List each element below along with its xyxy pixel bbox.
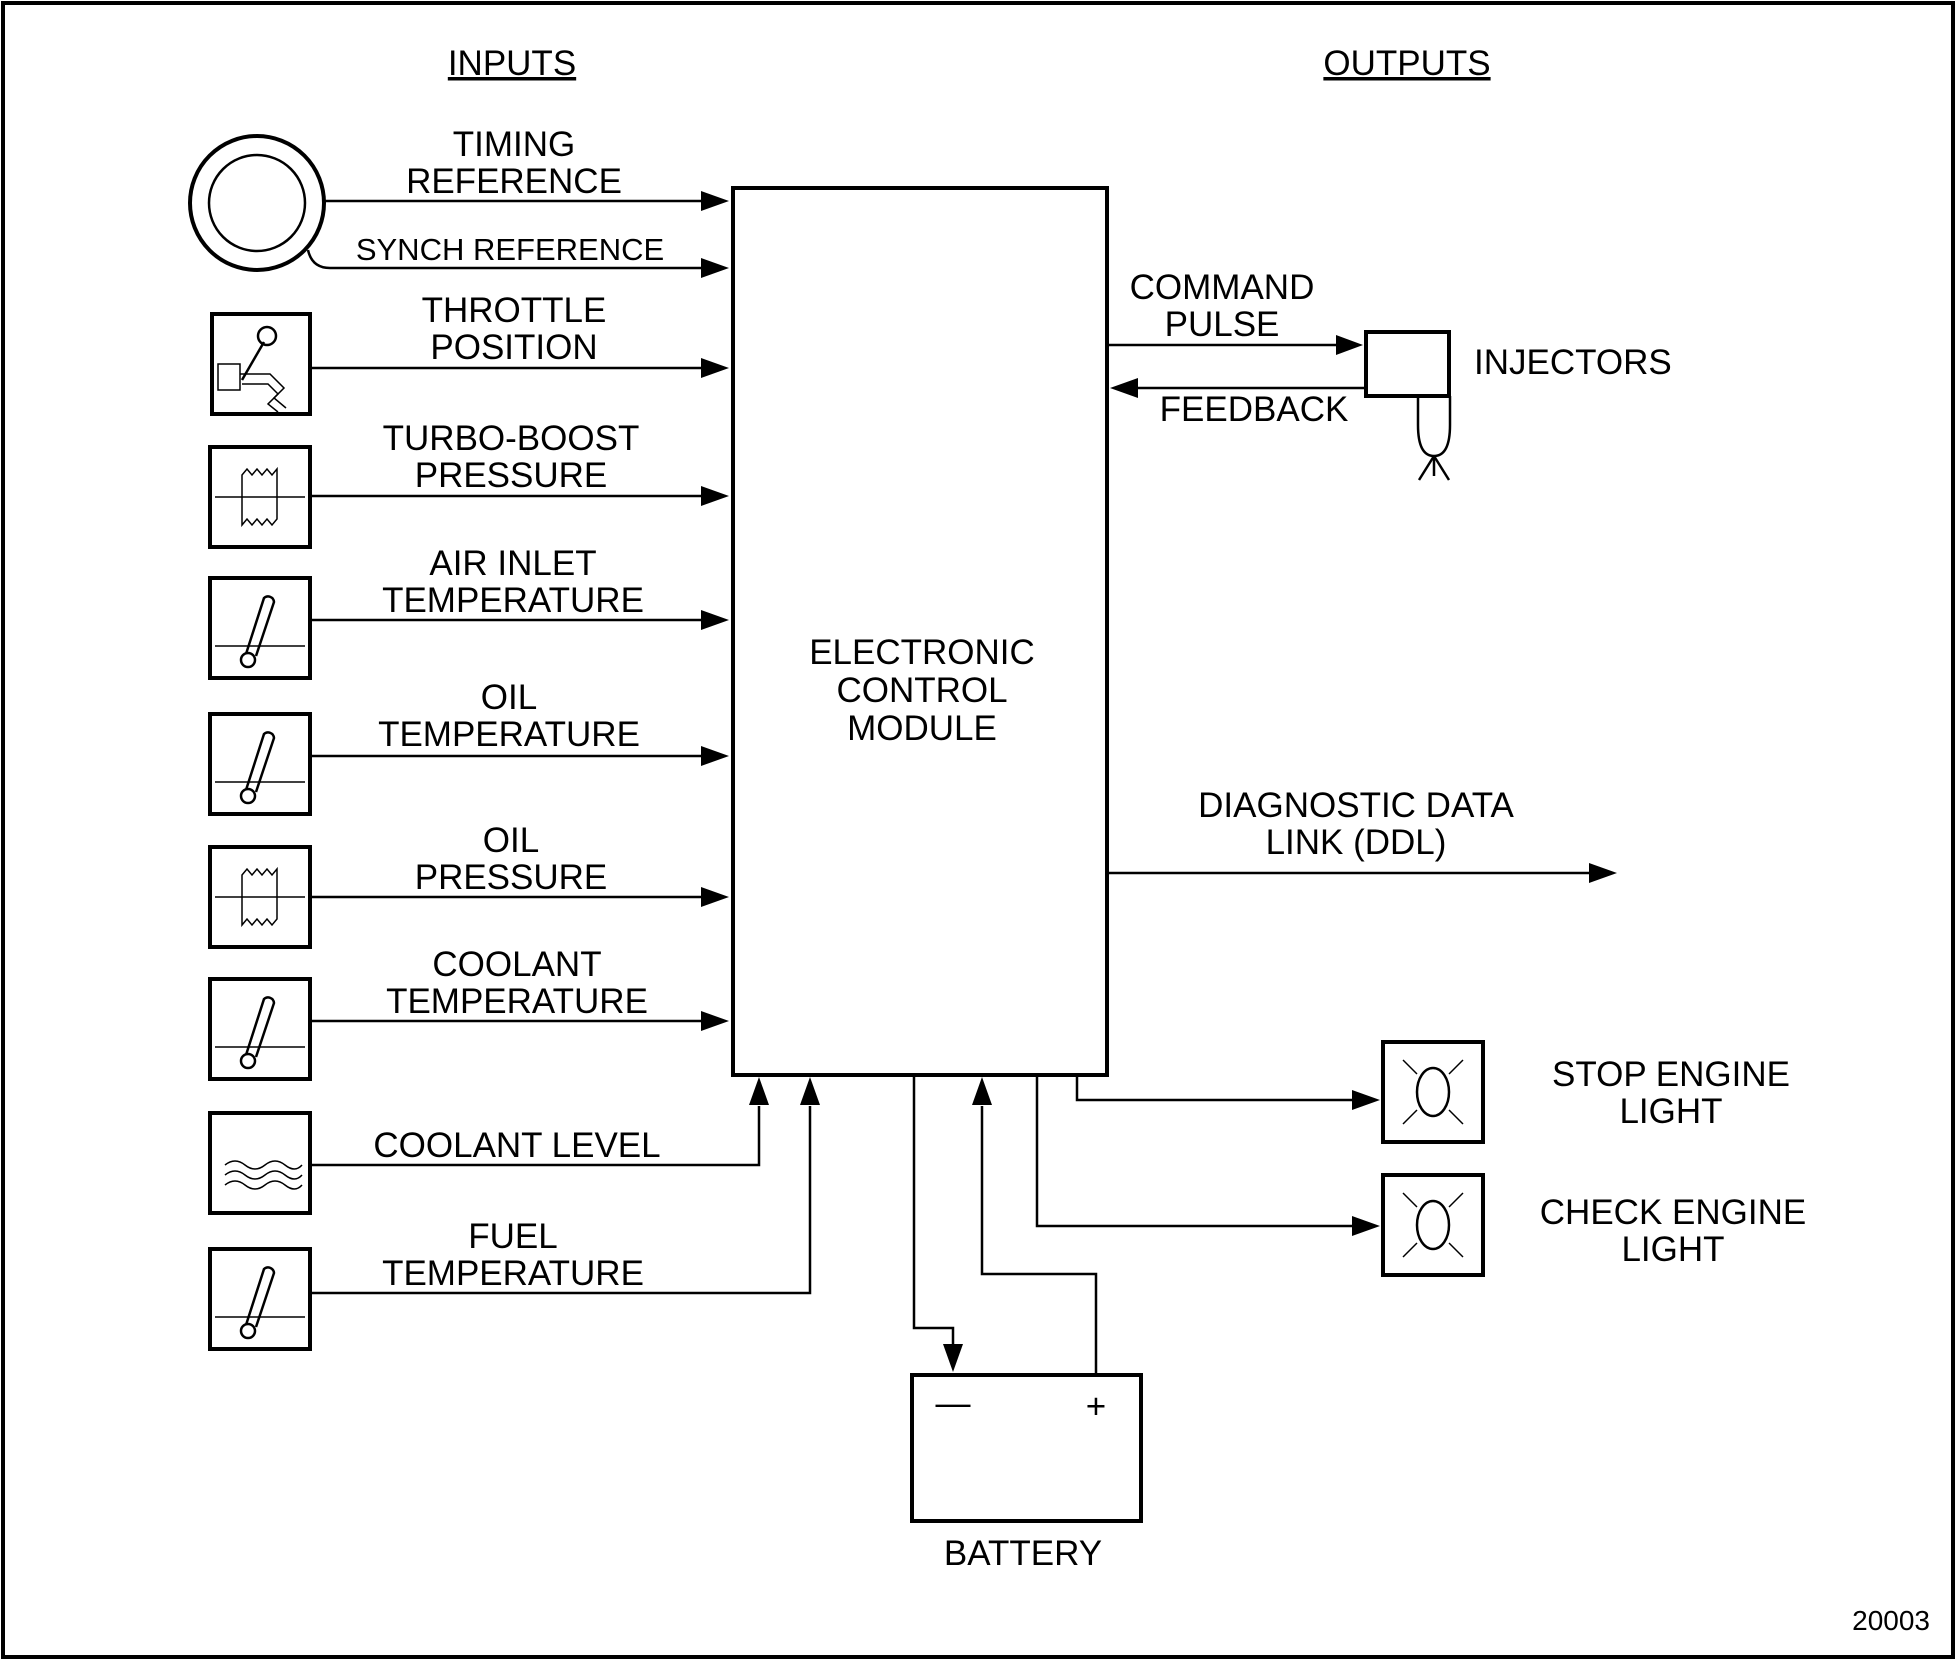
turbo-boost-pressure-icon (208, 445, 312, 549)
air-inlet-temperature-label-line2: TEMPERATURE (382, 581, 644, 620)
ecm-label-line3: MODULE (847, 709, 997, 748)
coolant-temperature-label-line1: COOLANT (432, 945, 601, 984)
battery-box (910, 1373, 1143, 1523)
injector-icon (1364, 330, 1452, 481)
synch-reference-label: SYNCH REFERENCE (356, 232, 664, 267)
air-inlet-temperature-label-line1: AIR INLET (429, 544, 596, 583)
throttle-position-arrow (701, 358, 729, 378)
coolant-temperature-label-line2: TEMPERATURE (386, 982, 648, 1021)
oil-pressure-label-line2: PRESSURE (415, 858, 608, 897)
coolant-level-line (310, 1106, 761, 1167)
battery-positive-arrow (972, 1077, 992, 1105)
injectors-label: INJECTORS (1474, 343, 1672, 382)
fuel-temperature-arrow (800, 1077, 820, 1105)
stop-engine-light-icon (1381, 1040, 1485, 1144)
turbo-boost-pressure-arrow (701, 486, 729, 506)
ddl-arrow (1589, 863, 1617, 883)
timing-reference-label-line2: REFERENCE (406, 162, 622, 201)
coolant-level-label: COOLANT LEVEL (373, 1126, 660, 1165)
command-pulse-label-line2: PULSE (1165, 305, 1280, 344)
inputs-heading: INPUTS (448, 44, 576, 83)
fuel-temperature-icon (208, 1247, 312, 1351)
coolant-temperature-arrow (701, 1011, 729, 1031)
command-pulse-arrow (1336, 335, 1363, 355)
turbo-boost-pressure-label-line2: PRESSURE (415, 456, 608, 495)
timing-sensor-icon (188, 134, 326, 272)
fuel-temperature-line (310, 1106, 812, 1295)
battery-label: BATTERY (944, 1534, 1102, 1573)
coolant-level-arrow (749, 1077, 769, 1105)
feedback-arrow (1110, 378, 1138, 398)
stop-engine-light-arrow (1352, 1090, 1380, 1110)
coolant-temperature-icon (208, 977, 312, 1081)
oil-temperature-icon (208, 712, 312, 816)
air-inlet-temperature-arrow (701, 610, 729, 630)
oil-pressure-arrow (701, 887, 729, 907)
oil-pressure-label-line1: OIL (483, 821, 539, 860)
air-inlet-temperature-icon (208, 576, 312, 680)
battery-positive-line (980, 1106, 1098, 1375)
synch-reference-line (306, 249, 702, 270)
throttle-position-icon (210, 312, 312, 416)
timing-reference-label-line1: TIMING (453, 125, 575, 164)
synch-reference-arrow (701, 258, 729, 278)
timing-reference-arrow (701, 191, 729, 211)
coolant-level-icon (208, 1111, 312, 1215)
battery-negative-arrow (943, 1344, 963, 1372)
battery-plus-symbol: + (1086, 1387, 1106, 1426)
oil-temperature-label-line2: TEMPERATURE (378, 715, 640, 754)
ecm-label-line1: ELECTRONIC (809, 633, 1035, 672)
stop-engine-light-line (1075, 1075, 1352, 1102)
stop-engine-light-label-line2: LIGHT (1619, 1092, 1722, 1131)
outputs-heading: OUTPUTS (1323, 44, 1490, 83)
check-engine-light-label-line1: CHECK ENGINE (1540, 1193, 1806, 1232)
oil-temperature-label-line1: OIL (481, 678, 537, 717)
stop-engine-light-label-line1: STOP ENGINE (1552, 1055, 1790, 1094)
battery-minus-symbol: — (936, 1384, 971, 1423)
throttle-position-label-line1: THROTTLE (422, 291, 607, 330)
turbo-boost-pressure-label-line1: TURBO-BOOST (383, 419, 640, 458)
ddl-label-line2: LINK (DDL) (1266, 823, 1447, 862)
check-engine-light-line (1035, 1075, 1352, 1228)
check-engine-light-icon (1381, 1173, 1485, 1277)
figure-number: 20003 (1852, 1605, 1930, 1636)
ecm-box (731, 186, 1109, 1077)
oil-pressure-icon (208, 845, 312, 949)
oil-temperature-arrow (701, 746, 729, 766)
ecm-label-line2: CONTROL (836, 671, 1007, 710)
fuel-temperature-label-line1: FUEL (468, 1217, 557, 1256)
throttle-position-label-line2: POSITION (430, 328, 597, 367)
check-engine-light-label-line2: LIGHT (1621, 1230, 1724, 1269)
fuel-temperature-label-line2: TEMPERATURE (382, 1254, 644, 1293)
ddl-label-line1: DIAGNOSTIC DATA (1198, 786, 1514, 825)
feedback-label: FEEDBACK (1160, 390, 1349, 429)
command-pulse-label-line1: COMMAND (1130, 268, 1315, 307)
battery-negative-line (912, 1075, 955, 1345)
check-engine-light-arrow (1352, 1216, 1380, 1236)
